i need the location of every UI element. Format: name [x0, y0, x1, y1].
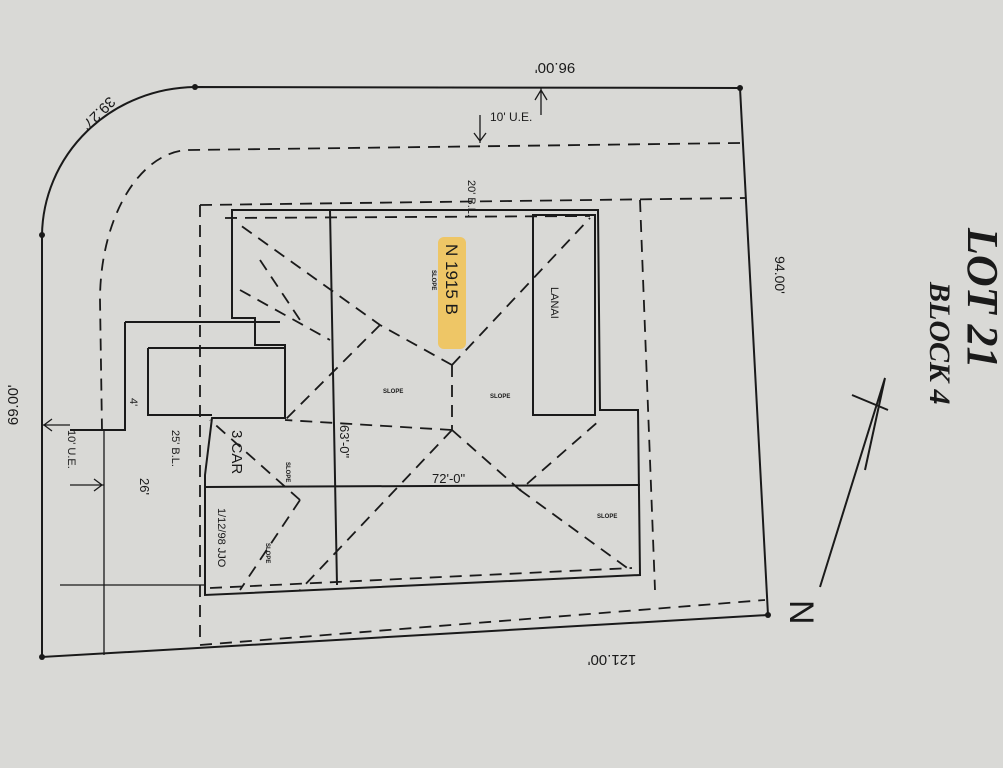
slope-label: SLOPE	[264, 543, 270, 563]
house-outline	[70, 209, 642, 597]
building-setback	[199, 197, 766, 646]
dim-left: 69.00'	[5, 385, 22, 426]
top-bl-label: 20' B.L.	[465, 180, 477, 217]
model-number: N 1915 B	[442, 244, 461, 315]
garage-label: 3 CAR	[228, 430, 245, 474]
dim-top: 96.00'	[535, 59, 576, 76]
lot-boundary	[39, 84, 771, 660]
house-depth-dim: 63'-0"	[337, 425, 352, 459]
dim-right: 94.00'	[772, 256, 788, 294]
driveway-dim: 26'	[137, 478, 152, 495]
model-highlight	[438, 237, 466, 349]
slope-label: SLOPE	[430, 270, 436, 290]
dim-curve: 39.27'	[78, 93, 119, 134]
north-arrow	[819, 377, 889, 588]
easement-lines	[42, 88, 741, 655]
slope-label: SLOPE	[490, 394, 510, 400]
walk-dim: 4'	[127, 398, 139, 406]
top-ue-label: 10' U.E.	[490, 110, 532, 124]
left-bl-label: 25' B.L.	[169, 430, 181, 467]
roof-lines	[209, 217, 631, 591]
slope-label: SLOPE	[597, 514, 617, 520]
north-label: N	[782, 600, 820, 625]
dim-bottom: 121.00'	[587, 651, 636, 668]
lanai-label: LANAI	[548, 287, 560, 319]
house-width-dim: 72'-0"	[432, 471, 466, 486]
slope-label: SLOPE	[383, 389, 403, 395]
date-initials: 1/12/98 JJO	[215, 508, 227, 568]
lot-label: LOT 21	[958, 227, 1003, 369]
block-label: BLOCK 4	[923, 281, 956, 405]
lanai-outline	[532, 214, 596, 416]
slope-label: SLOPE	[284, 462, 290, 482]
left-ue-label: 10' U.E.	[65, 430, 77, 469]
